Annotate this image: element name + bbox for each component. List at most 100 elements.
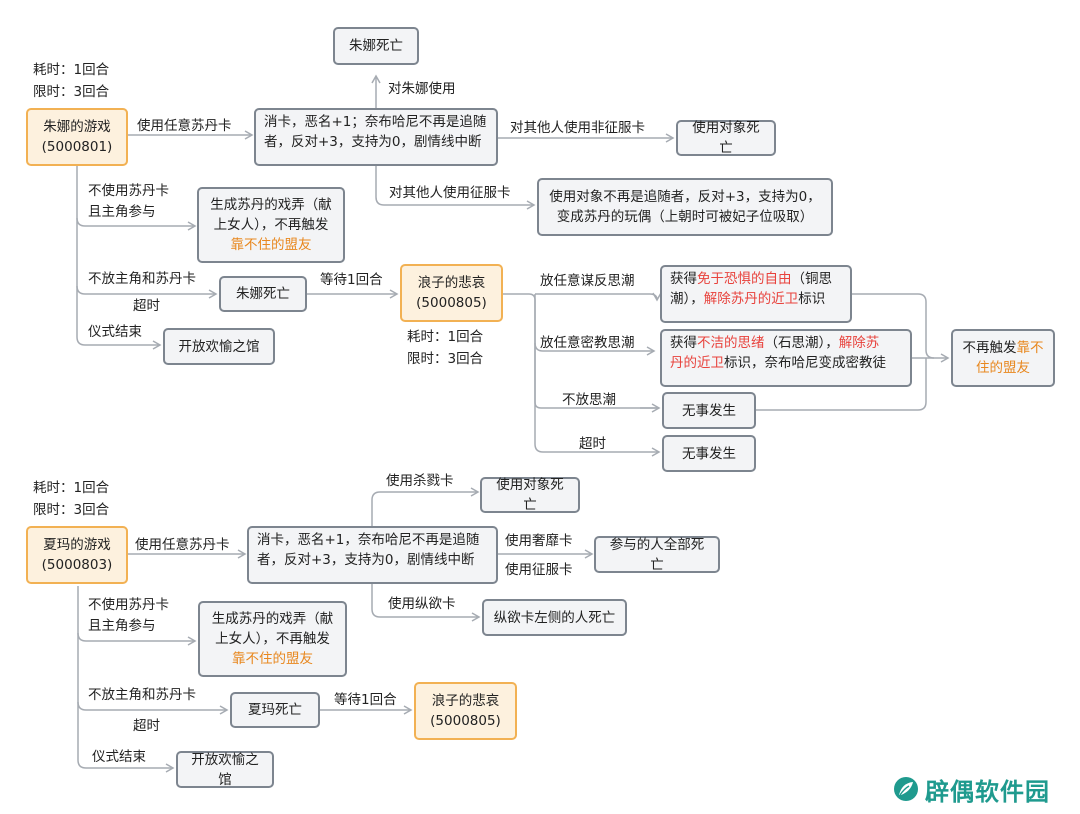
unreliable-ally-text: 靠不住的盟友 [232, 651, 313, 667]
prodigal-time-cost: 耗时：1回合 [407, 329, 484, 345]
node-line: 上女人），不再触发 [215, 631, 330, 647]
edge-b-root-to-toy [77, 632, 197, 646]
sultan-tease-node: 生成苏丹的戏弄（献 上女人），不再触发 靠不住的盟友 [197, 187, 345, 263]
edge-label-wait: 等待1回合 [320, 272, 383, 288]
secret-result-node: 获得不洁的思绪（石思潮），解除苏 丹的近卫标识，奈布哈尼变成密教徒 [660, 329, 912, 387]
edge-label-any-card: 使用任意苏丹卡 [137, 118, 232, 134]
leaf-logo-icon [894, 777, 918, 801]
edge-label-other-nonconquer: 对其他人使用非征服卡 [510, 120, 645, 136]
edge-label-timeout-3: 超时 [133, 718, 160, 734]
edge-label-other-conquer: 对其他人使用征服卡 [389, 185, 511, 201]
text-seg: 获得 [670, 271, 697, 287]
node-title: 夏玛的游戏 [43, 537, 111, 553]
time-cost-label: 耗时：1回合 [33, 62, 110, 78]
edge-label-timeout: 超时 [133, 298, 160, 314]
node-line: 丹的近卫标识，奈布哈尼变成密教徒 [670, 353, 886, 373]
label-line: 且主角参与 [88, 618, 156, 634]
left-side-dies-node: 纵欲卡左侧的人死亡 [482, 599, 627, 636]
nothing-happens-node: 无事发生 [662, 392, 756, 429]
all-participants-die-node: 参与的人全部死亡 [594, 536, 720, 573]
edge-b-root-trunk [77, 586, 175, 773]
edge-b-root-to-xiama [77, 701, 229, 715]
text-seg: 不再触发 [962, 340, 1017, 356]
edge-label-no-card: 不使用苏丹卡 且主角参与 [88, 181, 169, 223]
node-line: 消卡，恶名+1，奈布哈尼不再是追随 [257, 532, 480, 548]
unreliable-ally-text: 靠不 [1016, 340, 1044, 356]
edge-label-indulge-card: 使用纵欲卡 [388, 596, 456, 612]
edge-label-wait-2: 等待1回合 [334, 692, 397, 708]
prodigal-sorrow-node-2: 浪子的悲哀 (5000805) [414, 682, 517, 740]
node-title: 朱娜的游戏 [43, 119, 111, 135]
no-trigger-node: 不再触发靠不 住的盟友 [951, 329, 1055, 387]
time-cost-label-2: 耗时：1回合 [33, 480, 110, 496]
target-dies-node: 使用对象死亡 [676, 120, 776, 156]
edge-label-conquer-card: 使用征服卡 [505, 562, 573, 578]
edge-b-consume-to-target [371, 487, 480, 526]
node-line: 潮），解除苏丹的近卫标识 [670, 289, 825, 309]
node-title: 浪子的悲哀 [431, 693, 500, 709]
xiama-game-node: 夏玛的游戏 (5000803) [26, 526, 128, 584]
juna-dies-node-2: 朱娜死亡 [219, 276, 307, 312]
prodigal-sorrow-node: 浪子的悲哀 (5000805) [400, 264, 503, 322]
time-limit-label: 限时：3回合 [33, 84, 110, 100]
open-hall-node: 开放欢愉之馆 [163, 328, 275, 365]
label-line: 不使用苏丹卡 [88, 597, 169, 613]
rebel-result-node: 获得免于恐惧的自由（铜思 潮），解除苏丹的近卫标识 [660, 265, 852, 323]
node-line: 变成苏丹的玩偶（上朝时可被妃子位吸取） [556, 209, 814, 225]
remove-guard-text: 解除苏丹的近卫 [703, 291, 799, 307]
text-seg: 潮）， [670, 291, 704, 307]
node-line: 者，反对+3，支持为0，剧情线中断 [264, 134, 482, 150]
edge-b-consume-to-left [371, 583, 481, 622]
node-id: (5000803) [41, 557, 113, 573]
open-hall-node-2: 开放欢愉之馆 [176, 751, 274, 788]
edge-label-no-put: 不放主角和苏丹卡 [88, 271, 196, 287]
text-seg: 标识，奈布哈尼变成密教徒 [724, 355, 886, 371]
remove-guard-text: 解除苏 [838, 335, 880, 351]
node-line: 者，反对+3，支持为0，剧情线中断 [257, 552, 475, 568]
unclean-thought-text: 不洁的思绪 [697, 335, 765, 351]
edge-prodigal-trunk [534, 294, 661, 457]
remove-guard-text: 丹的近卫 [670, 355, 724, 371]
juna-dies-node: 朱娜死亡 [333, 27, 419, 65]
node-line: 生成苏丹的戏弄（献 [211, 611, 334, 627]
edge-to-secret-result [534, 342, 656, 356]
edge-root-to-toy [76, 217, 197, 231]
node-line: 生成苏丹的戏弄（献 [210, 197, 332, 213]
text-seg: （铜思 [791, 271, 833, 287]
node-line: 上女人），不再触发 [213, 217, 329, 233]
label-line: 且主角参与 [88, 204, 156, 220]
text-seg: （石思潮）， [764, 335, 839, 351]
edge-label-timeout-2: 超时 [579, 436, 606, 452]
node-line: 使用对象不再是追随者，反对+3，支持为0， [549, 189, 821, 205]
sultan-tease-node-2: 生成苏丹的戏弄（献 上女人），不再触发 靠不住的盟友 [198, 601, 347, 677]
xiama-dies-node: 夏玛死亡 [230, 692, 320, 728]
consume-card-node-2: 消卡，恶名+1，奈布哈尼不再是追随 者，反对+3，支持为0，剧情线中断 [247, 526, 498, 584]
node-title: 浪子的悲哀 [417, 275, 486, 291]
nothing-happens-node-2: 无事发生 [662, 435, 756, 472]
target-dies-node-2: 使用对象死亡 [480, 477, 580, 513]
edge-label-use-on-juna: 对朱娜使用 [388, 81, 456, 97]
label-line: 不使用苏丹卡 [88, 183, 169, 199]
watermark-text: 辟偶软件园 [925, 777, 1050, 806]
prodigal-time-limit: 限时：3回合 [407, 351, 484, 367]
edge-label-ritual-end-2: 仪式结束 [92, 749, 146, 765]
edge-root-trunk [76, 166, 162, 350]
edge-label-no-card-2: 不使用苏丹卡 且主角参与 [88, 595, 169, 637]
consume-card-node: 消卡，恶名+1；奈布哈尼不再是追随 者，反对+3，支持为0，剧情线中断 [254, 108, 498, 166]
edge-label-luxury-card: 使用奢靡卡 [505, 533, 573, 549]
edge-consume-to-conquer [375, 166, 536, 210]
node-line: 不再触发靠不 [963, 338, 1044, 358]
conquer-result-node: 使用对象不再是追随者，反对+3，支持为0， 变成苏丹的玩偶（上朝时可被妃子位吸取… [537, 178, 833, 236]
edge-root-to-juna-dies2 [76, 285, 218, 299]
node-line: 消卡，恶名+1；奈布哈尼不再是追随 [264, 114, 487, 130]
unreliable-ally-text: 住的盟友 [976, 360, 1030, 376]
edge-label-kill-card: 使用杀戮卡 [386, 473, 454, 489]
edge-to-rebel-result [535, 292, 662, 302]
edge-label-no-thought: 不放思潮 [562, 392, 616, 408]
edge-label-no-put-2: 不放主角和苏丹卡 [88, 687, 196, 703]
time-limit-label-2: 限时：3回合 [33, 502, 110, 518]
edge-label-rebel-thought: 放任意谋反思潮 [540, 273, 635, 289]
node-id: (5000805) [416, 295, 487, 311]
node-line: 获得不洁的思绪（石思潮），解除苏 [670, 333, 879, 353]
